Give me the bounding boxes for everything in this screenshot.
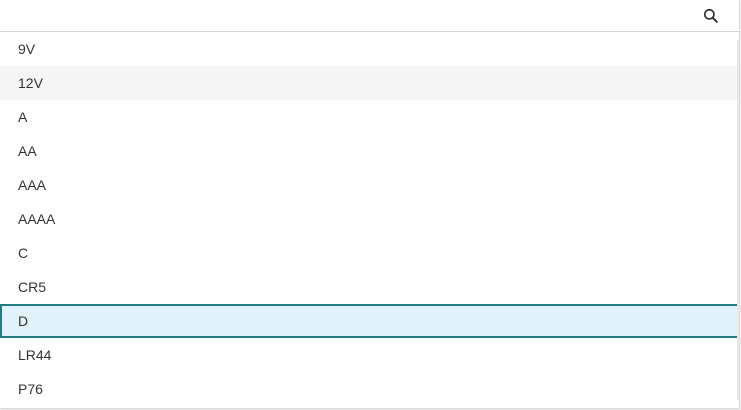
option-lr44[interactable]: LR44: [18, 347, 52, 363]
dropdown-search-bar: [0, 0, 739, 32]
search-input[interactable]: [0, 0, 690, 31]
option-9v[interactable]: 9V: [18, 41, 36, 57]
search-icon[interactable]: [701, 6, 721, 26]
option-aaaa[interactable]: AAAA: [18, 211, 56, 227]
option-12v[interactable]: 12V: [0, 66, 739, 100]
option-c[interactable]: C: [18, 245, 29, 261]
option-cr5[interactable]: CR5: [18, 279, 47, 295]
scrollbar-track[interactable]: [737, 40, 739, 400]
option-aaa[interactable]: AAA: [18, 177, 47, 193]
options-list: 9V 12V A AA AAA AAAA C CR5 D LR44 P76: [0, 32, 739, 406]
option-aa[interactable]: AA: [18, 143, 37, 159]
option-a[interactable]: A: [18, 109, 28, 125]
option-p76[interactable]: P76: [18, 381, 43, 397]
option-d[interactable]: D: [0, 304, 739, 338]
